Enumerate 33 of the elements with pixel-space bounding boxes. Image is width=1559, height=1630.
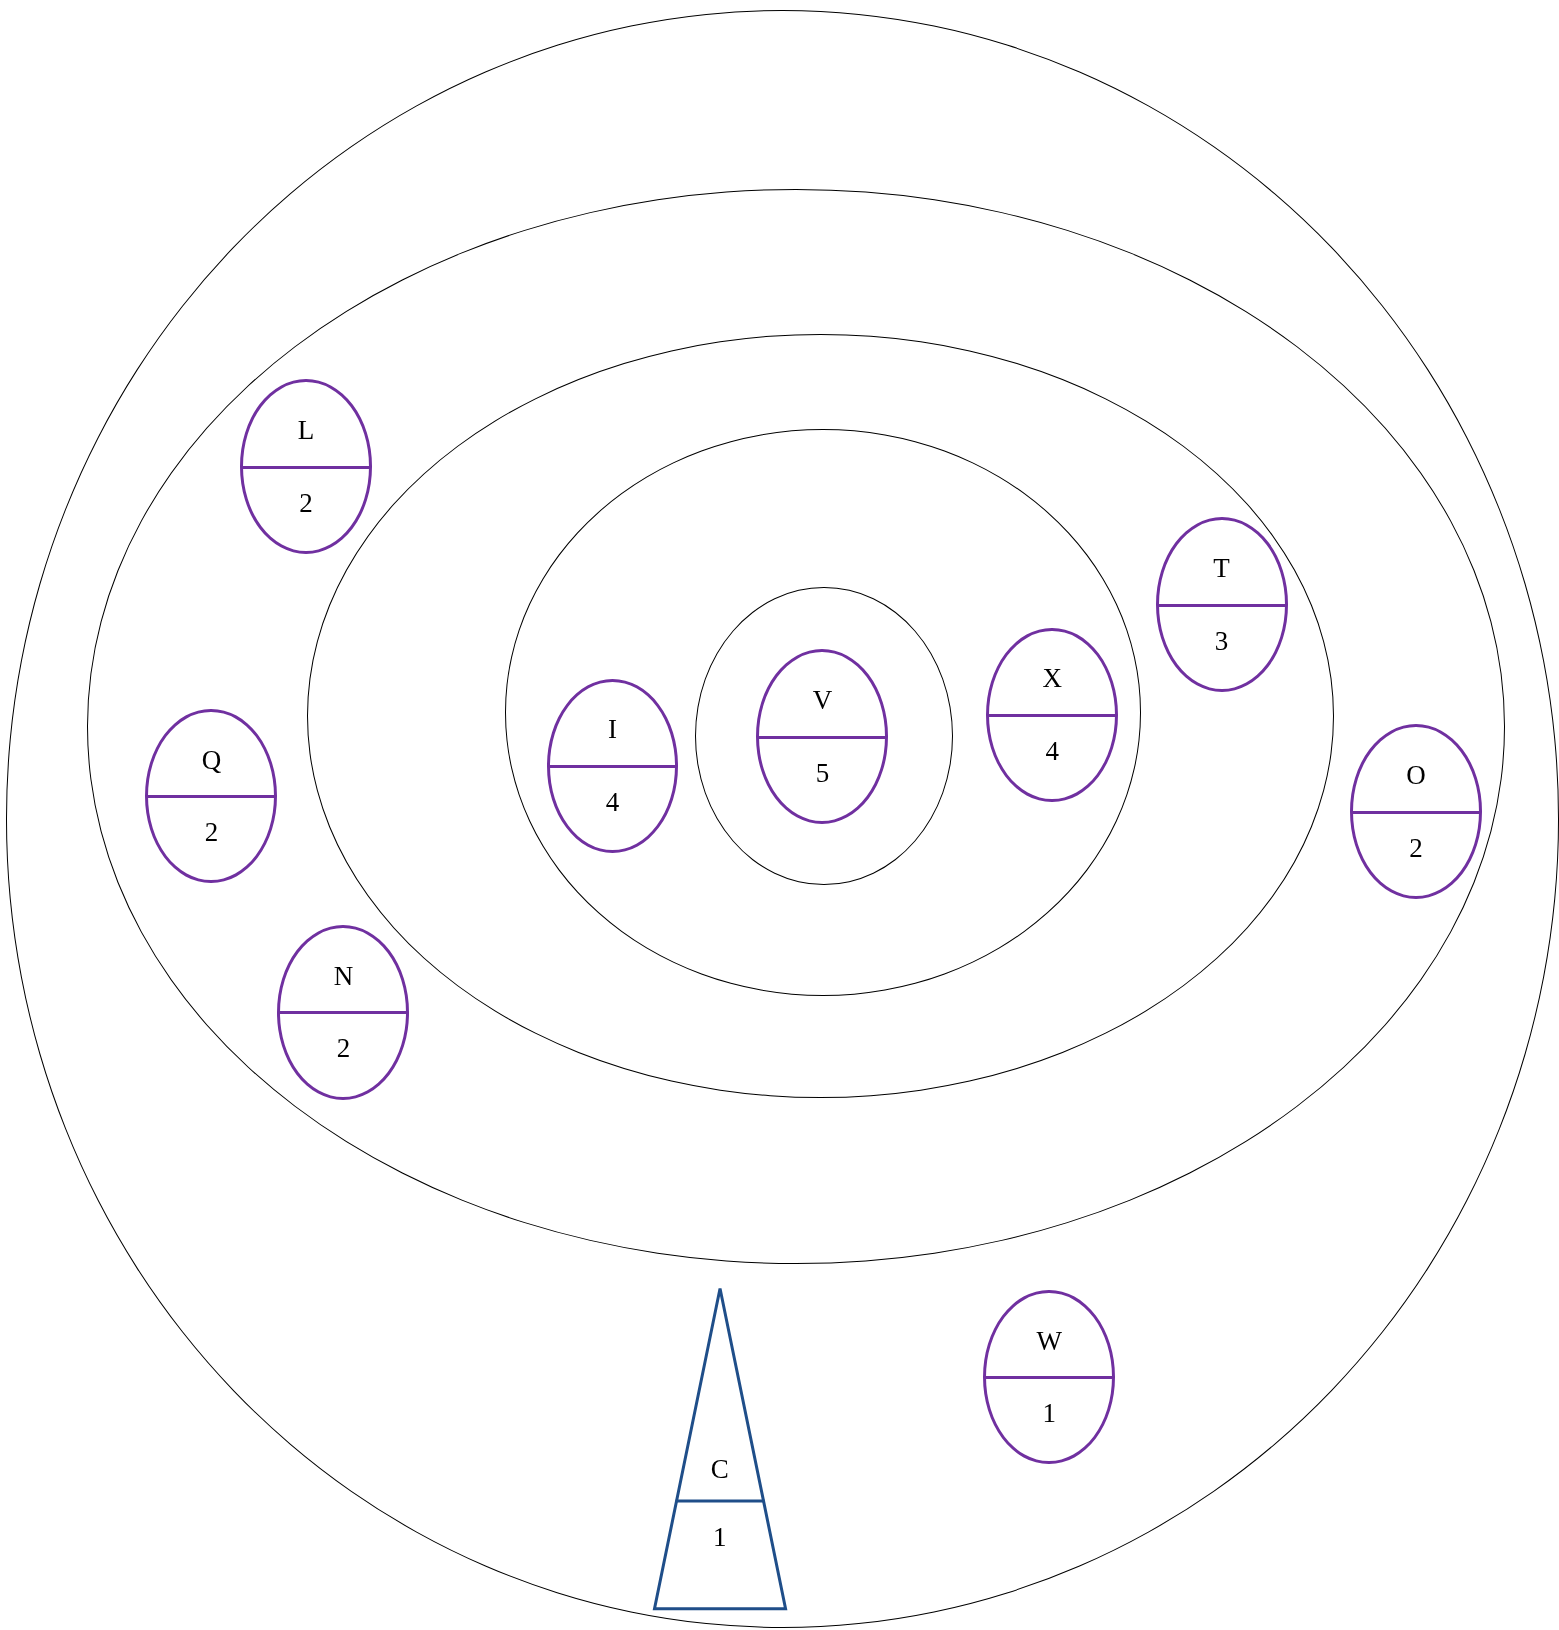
node-label: Q <box>201 744 222 775</box>
node-label: T <box>1213 553 1230 584</box>
triangle-node <box>652 1286 787 1610</box>
node-count: 4 <box>1045 736 1059 767</box>
ellipse-ring <box>6 10 1559 1628</box>
node-label: I <box>608 714 617 745</box>
node-count: 2 <box>336 1033 351 1064</box>
node-label: N <box>333 960 354 991</box>
node-count: 1 <box>712 1522 727 1553</box>
node-label: O <box>1406 760 1426 791</box>
node-label: X <box>1042 663 1062 694</box>
ellipse-ring <box>504 429 1142 996</box>
ellipse-node <box>240 379 372 554</box>
node-label: V <box>812 685 833 716</box>
ellipse-node <box>983 1289 1116 1465</box>
node-label: C <box>710 1453 729 1484</box>
node-label: W <box>1036 1325 1062 1356</box>
node-count: 2 <box>1409 832 1423 863</box>
node-count: 2 <box>299 487 313 518</box>
node-count: 5 <box>815 757 830 788</box>
node-count: 1 <box>1042 1398 1056 1429</box>
node-label: L <box>297 415 315 446</box>
ellipse-node <box>145 708 278 884</box>
node-count: 4 <box>605 787 620 818</box>
node-count: 3 <box>1214 626 1229 656</box>
ellipse-node <box>277 924 410 1100</box>
ellipse-ring <box>87 189 1505 1264</box>
node-count: 2 <box>204 817 219 848</box>
ellipse-node <box>1350 724 1482 899</box>
ellipse-node <box>756 649 889 824</box>
ellipse-node <box>546 678 679 854</box>
ellipse-node <box>986 627 1119 803</box>
ellipse-node <box>1155 517 1288 693</box>
